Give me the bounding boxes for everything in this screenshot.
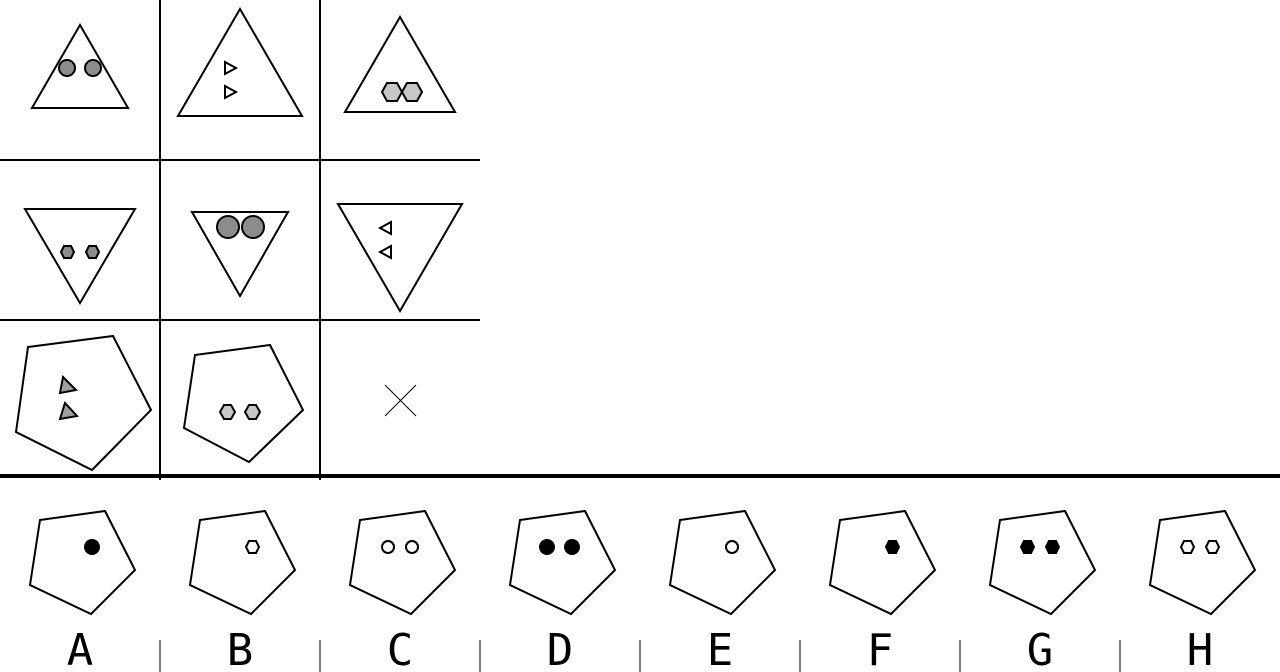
- answer-label: C: [387, 625, 414, 672]
- matrix-cell-r3c2: [182, 343, 305, 464]
- answer-circle: [84, 539, 100, 555]
- matrix-cell-r3c3-missing: [384, 384, 417, 417]
- answer-option-g[interactable]: G: [988, 509, 1097, 672]
- answer-pentagon: [508, 509, 617, 616]
- answer-label: F: [867, 625, 894, 672]
- answer-pentagon: [1148, 509, 1257, 616]
- answer-hexagon: [1204, 540, 1221, 554]
- answer-hexagon: [244, 540, 261, 554]
- answer-circle: [725, 540, 739, 554]
- matrix-cell-r2c2: [190, 211, 290, 299]
- answer-hexagon: [1179, 540, 1196, 554]
- answer-pentagon: [828, 509, 937, 616]
- answer-pentagon: [988, 509, 1097, 616]
- outer-triangle-up: [343, 15, 457, 113]
- answer-option-d[interactable]: D: [508, 509, 617, 672]
- answer-pentagon: [28, 509, 137, 616]
- matrix-cell-r2c1: [23, 208, 137, 305]
- answer-circle: [405, 540, 419, 554]
- inner-triangle: [377, 244, 392, 260]
- answer-label: B: [227, 625, 254, 672]
- answer-label: G: [1027, 625, 1054, 672]
- matrix-cell-r3c1: [14, 334, 153, 472]
- matrix-cell-r1c3: [343, 15, 457, 113]
- answer-label: D: [547, 625, 574, 672]
- answer-option-c[interactable]: C: [348, 509, 457, 672]
- inner-hexagon: [243, 404, 262, 420]
- answer-option-e[interactable]: E: [668, 509, 777, 672]
- matrix-cell-r1c2: [176, 7, 304, 117]
- answer-label: H: [1187, 625, 1214, 672]
- answer-option-a[interactable]: A: [28, 509, 137, 672]
- answer-label: A: [67, 625, 94, 672]
- matrix-cell-r1c1: [30, 23, 130, 109]
- answer-option-f[interactable]: F: [828, 509, 937, 672]
- inner-triangle: [58, 401, 79, 421]
- outer-pentagon: [14, 334, 153, 472]
- outer-triangle-down: [336, 203, 464, 313]
- answer-option-b[interactable]: B: [188, 509, 297, 672]
- inner-triangle: [224, 60, 239, 76]
- answer-label: E: [707, 625, 734, 672]
- answer-option-h[interactable]: H: [1148, 509, 1257, 672]
- inner-hexagon: [84, 245, 101, 259]
- outer-pentagon: [182, 343, 305, 464]
- inner-circle: [241, 215, 265, 239]
- answer-hexagon: [1019, 540, 1036, 554]
- matrix-cell-r2c3: [336, 203, 464, 313]
- answer-separators: [159, 640, 1121, 672]
- matrix-grid: [0, 0, 480, 480]
- inner-triangle: [224, 84, 239, 100]
- answer-hexagon: [1044, 540, 1061, 554]
- inner-circle: [84, 59, 102, 77]
- outer-triangle-down: [23, 208, 137, 305]
- answer-pentagon: [188, 509, 297, 616]
- inner-hexagon: [380, 82, 404, 102]
- inner-hexagon: [218, 404, 237, 420]
- outer-triangle-up: [30, 23, 130, 109]
- inner-triangle: [377, 220, 392, 236]
- answer-circle: [564, 539, 580, 555]
- answer-hexagon: [884, 540, 901, 554]
- outer-triangle-up: [176, 7, 304, 117]
- inner-hexagon: [400, 82, 424, 102]
- inner-circle: [216, 215, 240, 239]
- answer-pentagon: [668, 509, 777, 616]
- inner-hexagon: [59, 245, 76, 259]
- answer-pentagon: [348, 509, 457, 616]
- answer-circle: [539, 539, 555, 555]
- inner-circle: [58, 59, 76, 77]
- outer-triangle-down: [190, 211, 290, 299]
- answer-circle: [381, 540, 395, 554]
- missing-marker: [384, 384, 417, 417]
- inner-triangle: [58, 374, 79, 395]
